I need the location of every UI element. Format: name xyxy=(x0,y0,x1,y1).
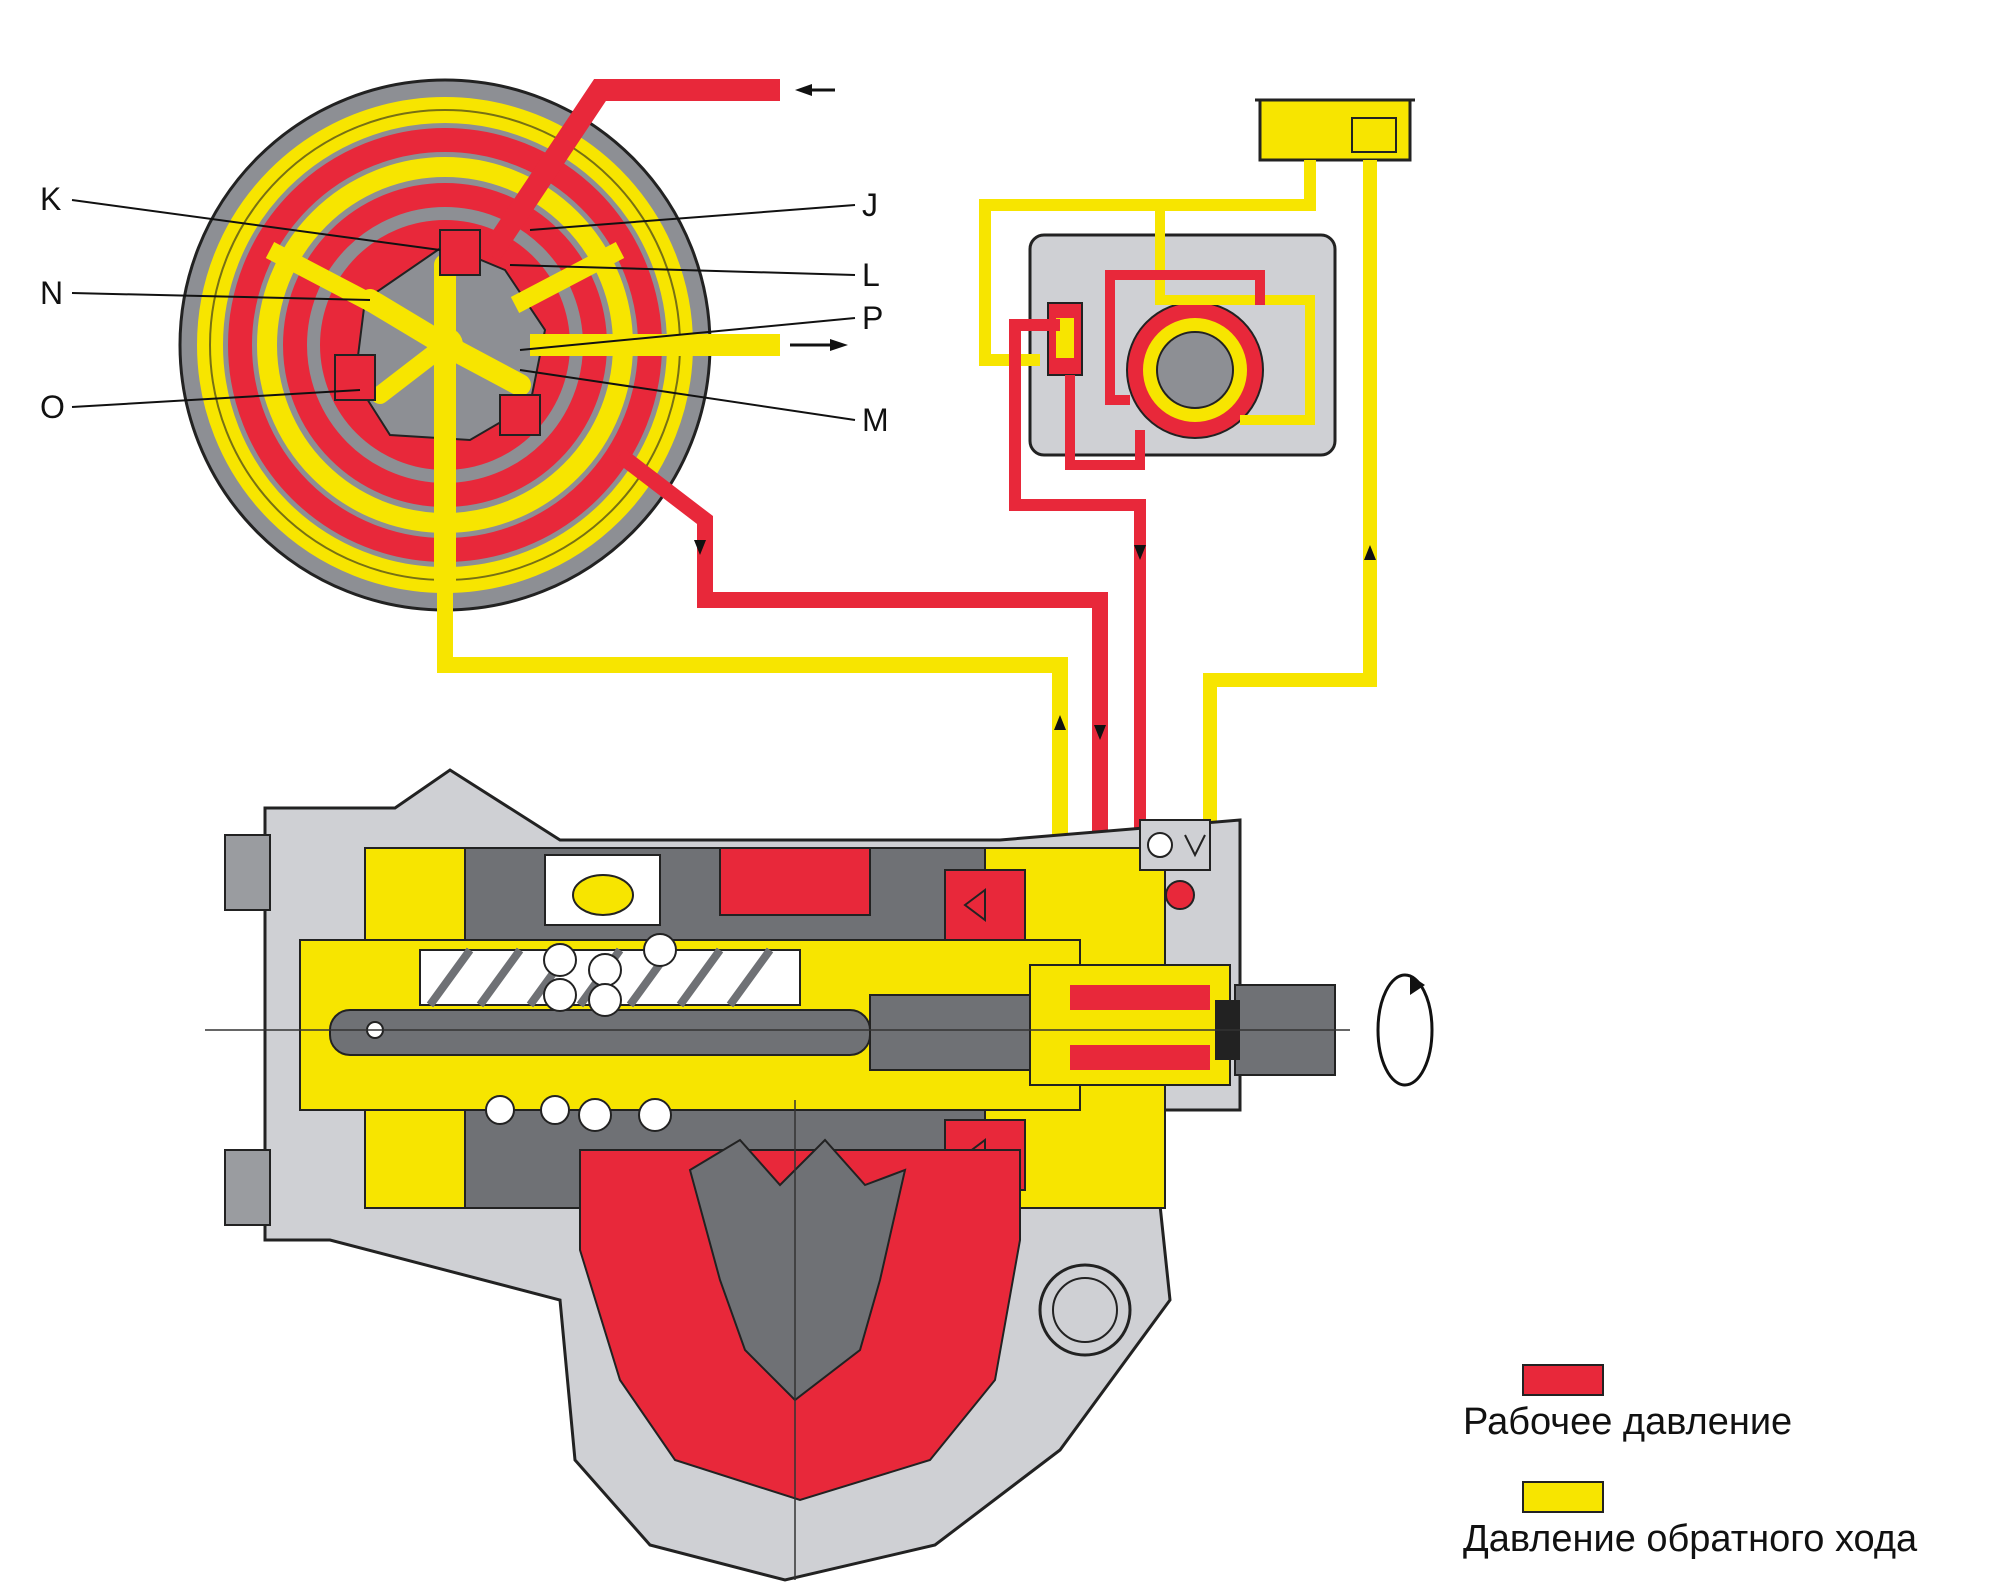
left-arrow-icon xyxy=(963,888,986,922)
down-arrow-icon xyxy=(694,540,706,555)
flow-arrows xyxy=(694,540,1376,740)
return-arrow-icon xyxy=(830,339,848,351)
legend-swatch-working xyxy=(1522,1364,1604,1396)
callout-n: N xyxy=(40,275,64,311)
callout-o: O xyxy=(40,389,65,425)
pump-pressure-line xyxy=(1009,319,1146,965)
up-arrow-icon xyxy=(1054,715,1066,730)
torsion-bar xyxy=(329,1009,871,1056)
recirculating-balls xyxy=(485,933,677,1132)
legend-label-return: Давление обратного хода xyxy=(1463,1518,1918,1560)
pressure-relief-valve xyxy=(1047,302,1083,376)
down-arrow-icon xyxy=(1094,725,1106,740)
legend-swatch-return xyxy=(1522,1481,1604,1513)
housing-bolt-bottom xyxy=(224,1149,271,1226)
callout-leaders xyxy=(71,199,856,421)
callout-p: P xyxy=(862,300,884,336)
callout-l: L xyxy=(862,257,880,293)
rotation-indicator-icon xyxy=(1376,973,1434,1087)
housing-bolt-top xyxy=(224,834,271,911)
supply-pipe xyxy=(480,79,780,262)
callout-j: J xyxy=(862,187,878,223)
up-arrow-icon xyxy=(1364,545,1376,560)
rotary-valve xyxy=(178,78,712,612)
legend-label-working: Рабочее давление xyxy=(1463,1401,1793,1443)
callout-k: K xyxy=(40,181,62,217)
supply-arrow-icon xyxy=(795,84,812,96)
sector-gear xyxy=(688,1138,907,1402)
worm-shaft xyxy=(299,939,1081,1111)
control-valve xyxy=(1029,819,1231,1086)
check-valve-ball xyxy=(1147,832,1173,858)
return-channel-y xyxy=(359,254,531,456)
valve-to-gear-line xyxy=(615,448,1108,965)
reservoir xyxy=(1255,98,1415,162)
callout-m: M xyxy=(862,402,889,438)
down-arrow-icon xyxy=(1134,545,1146,560)
pump-rotor xyxy=(1156,331,1234,409)
reservoir-filter xyxy=(1351,117,1397,153)
